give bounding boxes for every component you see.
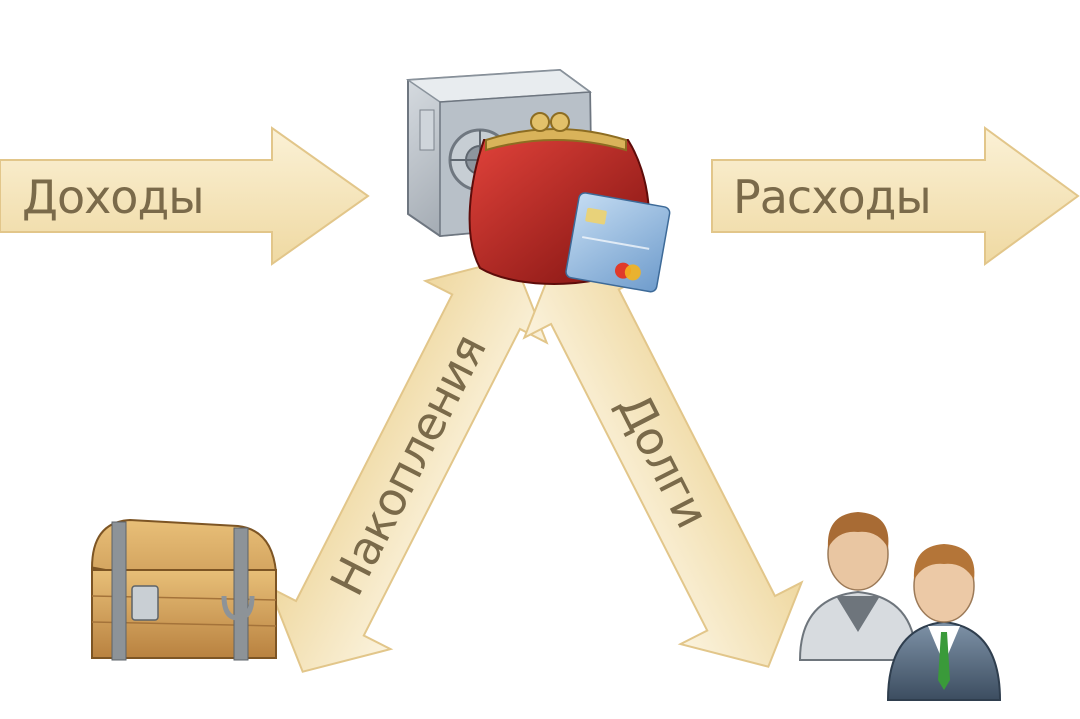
savings-label: Накопления xyxy=(319,326,496,604)
expenses-arrow: Расходы xyxy=(711,126,1080,266)
two-people-icon xyxy=(798,512,1002,701)
debts-arrow: Долги xyxy=(522,252,804,668)
income-label: Доходы xyxy=(22,170,204,224)
safe-with-purse-and-card-icon xyxy=(405,68,671,293)
treasure-chest-icon xyxy=(91,518,277,661)
expenses-label: Расходы xyxy=(733,170,931,224)
savings-arrow: Накопления xyxy=(267,257,549,673)
income-arrow: Доходы xyxy=(0,126,370,266)
